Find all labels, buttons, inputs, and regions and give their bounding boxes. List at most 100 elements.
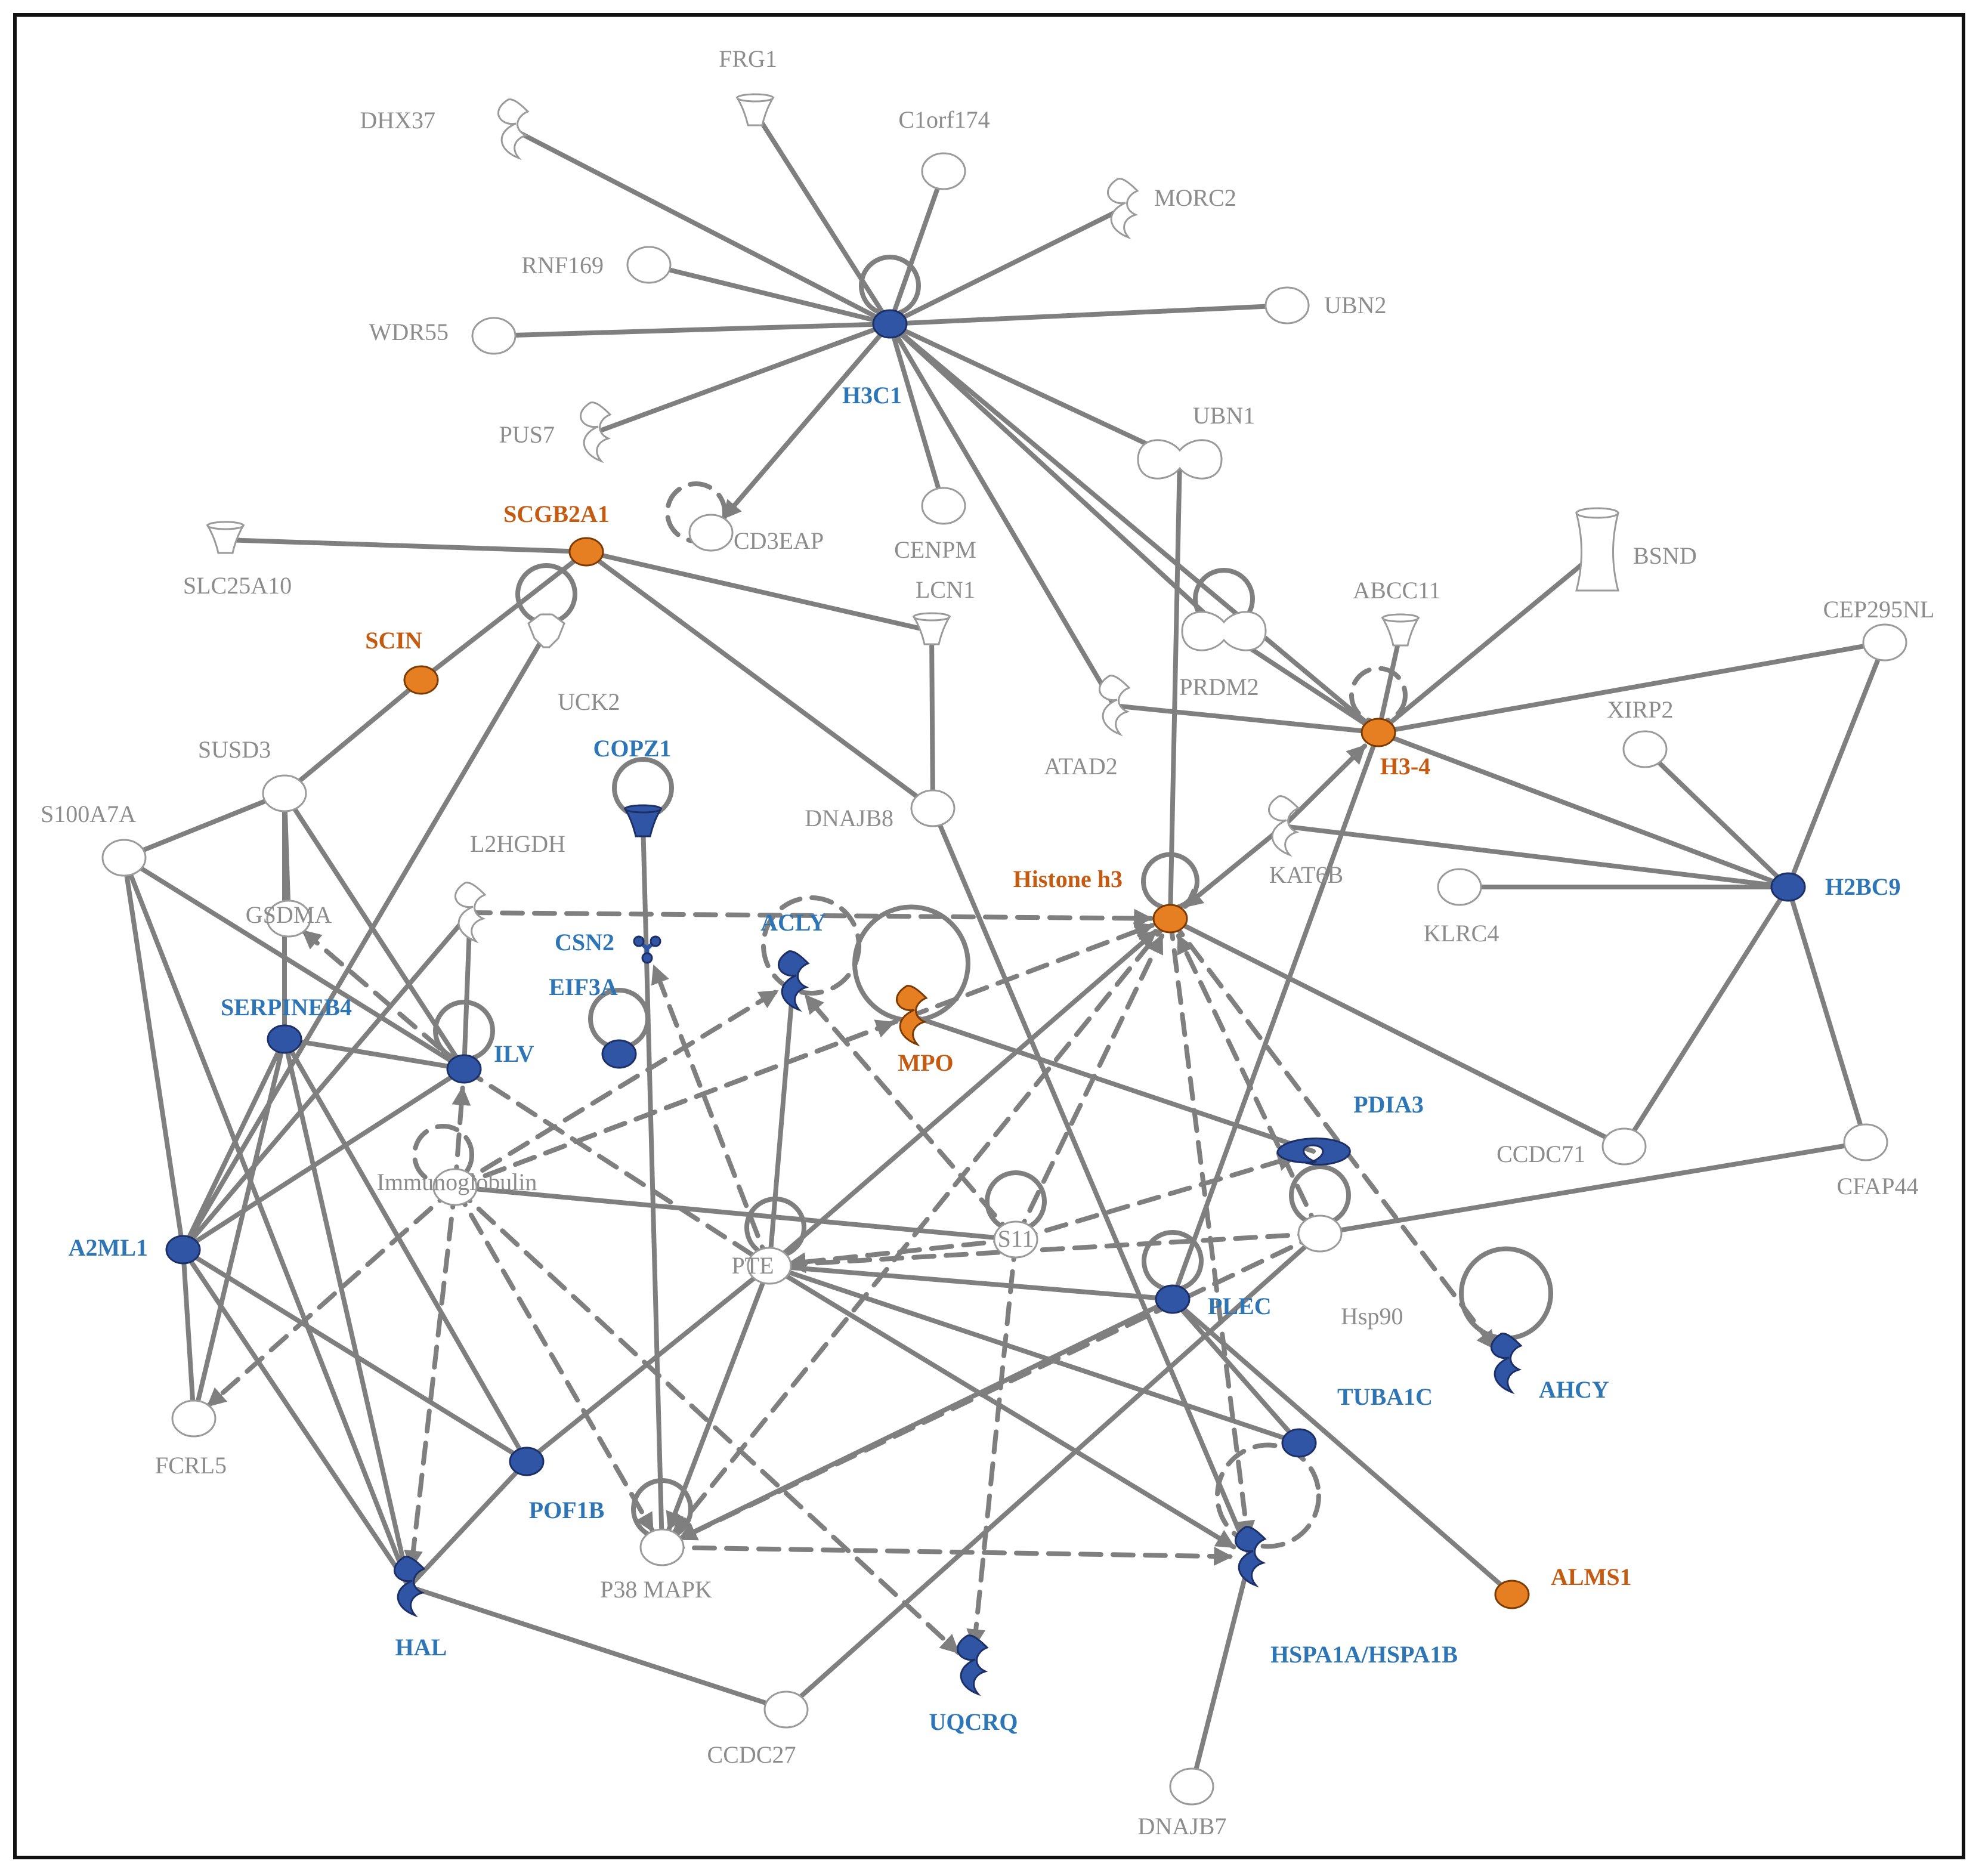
node-susd3 — [262, 774, 307, 812]
edge-immunoglobulin-to-hal — [404, 1185, 457, 1571]
label-ubn2: UBN2 — [1324, 292, 1386, 319]
edge-pte-to-hspa1a-hspa1b — [767, 1263, 1236, 1550]
edge-mpo-to-pdia3 — [909, 1013, 1316, 1154]
edge-scin-to-susd3 — [282, 678, 423, 796]
label-lcn1: LCN1 — [916, 576, 975, 603]
edges-layer — [122, 110, 1887, 1789]
node-klrc4 — [1437, 868, 1482, 906]
node-hspa1a-hspa1b — [1235, 1526, 1267, 1588]
edge-kat6b-to-histone-h3 — [1182, 824, 1286, 909]
edge-h3c1-to-c1orf174 — [888, 169, 946, 326]
self-loop-hspa1a-hspa1b — [1215, 1442, 1321, 1549]
node-cd3eap — [688, 514, 734, 552]
label-l2hgdh: L2HGDH — [470, 830, 565, 857]
node-lcn1 — [912, 612, 951, 645]
edge-kat6b-to-h3-4 — [1281, 743, 1368, 829]
edge-immunoglobulin-to-acly — [453, 988, 780, 1189]
label-prdm2: PRDM2 — [1179, 673, 1259, 700]
node-uqcrq — [957, 1634, 989, 1696]
edge-h3c1-to-cd3eap — [721, 322, 892, 521]
edge-plec-to-alms1 — [1170, 1297, 1514, 1597]
node-acly — [778, 950, 810, 1012]
edge-immunoglobulin-to-uqcrq — [453, 1185, 961, 1655]
label-alms1: ALMS1 — [1551, 1563, 1632, 1590]
node-xirp2 — [1622, 730, 1668, 768]
node-fcrl5 — [171, 1399, 217, 1438]
label-ccdc27: CCDC27 — [707, 1741, 796, 1768]
edge-hal-to-ccdc27 — [407, 1584, 789, 1712]
label-atad2: ATAD2 — [1044, 753, 1117, 780]
label-ahcy: AHCY — [1539, 1376, 1609, 1403]
edge-p38-mapk-to-hspa1a-hspa1b — [660, 1545, 1234, 1566]
edge-s11-to-uqcrq — [966, 1237, 1018, 1649]
node-uck2 — [527, 613, 565, 648]
label-ccdc71: CCDC71 — [1496, 1141, 1585, 1167]
label-klrc4: KLRC4 — [1424, 920, 1499, 947]
edge-histone-h3-to-ccdc71 — [1168, 916, 1627, 1149]
edge-plec-to-tuba1c — [1170, 1297, 1301, 1445]
edge-serpineb4-to-ilv — [282, 1037, 466, 1071]
node-mpo — [896, 985, 928, 1047]
node-ubn1 — [1137, 439, 1223, 480]
edge-kat6b-to-h2bc9 — [1281, 824, 1791, 889]
node-hsp90 — [1297, 1214, 1343, 1253]
label-susd3: SUSD3 — [198, 736, 271, 763]
node-h3c1 — [872, 309, 908, 339]
label-rnf169: RNF169 — [521, 252, 604, 279]
edge-scgb2a1-to-scin — [419, 549, 589, 682]
node-plec — [1155, 1284, 1191, 1314]
label-h3c1: H3C1 — [842, 382, 902, 409]
edge-pte-to-tuba1c — [767, 1263, 1301, 1445]
label-cfap44: CFAP44 — [1836, 1173, 1918, 1200]
node-dnajb8 — [910, 789, 956, 827]
label-immunoglobulin: Immunoglobulin — [377, 1169, 537, 1195]
edge-h3c1-to-morc2 — [888, 206, 1125, 326]
node-immunoglobulin — [432, 1168, 478, 1206]
edge-atad2-to-h3-4 — [1112, 703, 1381, 735]
edge-h3c1-to-wdr55 — [491, 322, 892, 338]
edge-h3c1-to-h3-4 — [888, 322, 1381, 735]
edge-h3c1-to-prdm2 — [888, 322, 1226, 633]
label-hal: HAL — [395, 1634, 447, 1661]
node-cep295nl — [1862, 623, 1907, 662]
edge-hsp90-to-pte — [786, 1231, 1322, 1274]
node-slc25a10 — [206, 521, 245, 554]
node-dhx37 — [497, 98, 530, 160]
edge-histone-h3-to-hspa1a-hspa1b — [1168, 916, 1256, 1541]
edge-a2ml1-to-ilv — [181, 1067, 466, 1252]
edge-hal-to-pof1b — [407, 1459, 529, 1589]
label-cep295nl: CEP295NL — [1823, 596, 1935, 623]
node-ahcy — [1491, 1333, 1523, 1395]
edge-hsp90-to-histone-h3 — [1176, 933, 1322, 1236]
node-serpineb4 — [267, 1024, 302, 1054]
label-uck2: UCK2 — [558, 688, 620, 715]
edge-serpineb4-to-a2ml1 — [181, 1037, 287, 1252]
node-a2ml1 — [165, 1235, 201, 1265]
edge-s11-to-pdia3 — [1013, 1152, 1298, 1242]
node-prdm2 — [1181, 611, 1267, 651]
label-eif3a: EIF3A — [549, 973, 618, 1000]
label-abcc11: ABCC11 — [1353, 577, 1440, 604]
label-histone-h3: Histone h3 — [1013, 866, 1123, 892]
node-h2bc9 — [1770, 872, 1806, 902]
edge-lcn1-to-dnajb8 — [929, 629, 935, 811]
self-loop-h3c1 — [859, 255, 921, 317]
edge-s11-to-histone-h3 — [1013, 933, 1165, 1242]
edge-h2bc9-to-cfap44 — [1786, 885, 1868, 1145]
label-morc2: MORC2 — [1154, 184, 1236, 211]
label-p38-mapk: P38 MAPK — [600, 1576, 712, 1603]
edge-hspa1a-hspa1b-to-dnajb7 — [1189, 1554, 1253, 1789]
label-mpo: MPO — [898, 1049, 953, 1076]
node-abcc11 — [1381, 613, 1420, 647]
edge-h3c1-to-cenpm — [888, 322, 946, 508]
edge-h3c1-to-ubn2 — [888, 303, 1290, 326]
edge-a2ml1-to-fcrl5 — [181, 1247, 196, 1421]
label-cd3eap: CD3EAP — [734, 527, 824, 554]
node-cfap44 — [1843, 1123, 1888, 1161]
edge-h3-4-to-h2bc9 — [1376, 730, 1791, 889]
edge-pte-to-p38-mapk — [666, 1263, 772, 1532]
label-copz1: COPZ1 — [593, 735, 671, 762]
edge-susd3-to-s100a7a — [122, 791, 287, 860]
edge-h3c1-to-rnf169 — [647, 262, 892, 326]
